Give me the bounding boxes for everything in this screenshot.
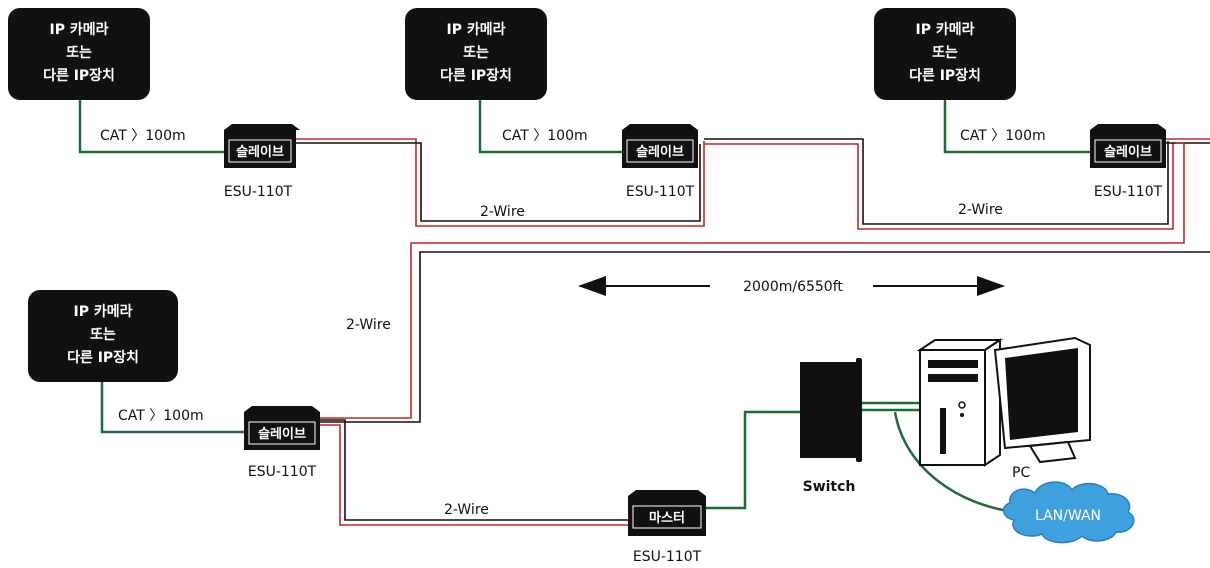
switch-cloud-link [893,411,1016,514]
camera-line3: 다른 IP장치 [440,67,512,84]
lan-wan-cloud: LAN/WAN [1002,481,1135,544]
camera-box-4: IP 카메라 또는 다른 IP장치 [28,290,178,382]
network-links [705,401,1016,514]
camera-box-2: IP 카메라 또는 다른 IP장치 [405,8,547,100]
camera-line3: 다른 IP장치 [909,67,981,84]
slave-device-1: 슬레이브 ESU-110T [224,124,300,200]
master-switch-link [705,410,800,510]
slave-label: 슬레이브 [636,144,684,160]
slave-device-3: 슬레이브 ESU-110T [1090,124,1166,200]
camera-line2: 또는 [90,327,116,343]
camera-line2: 또는 [66,45,92,61]
two-wire-cables [296,138,1210,526]
model-label: ESU-110T [224,184,293,200]
slave-device-2: 슬레이브 ESU-110T [622,124,698,200]
model-label: ESU-110T [1094,184,1163,200]
cat-label-3: CAT 〉100m [960,128,1046,144]
model-label: ESU-110T [633,549,702,565]
cat-label-2: CAT 〉100m [502,128,588,144]
slave-label: 슬레이브 [236,144,284,160]
pc-label: PC [1012,465,1030,481]
cat-label-1: CAT 〉100m [100,128,186,144]
switch-device: Switch [800,358,862,495]
camera-box-1: IP 카메라 또는 다른 IP장치 [8,8,150,100]
cat-label-4: CAT 〉100m [118,408,204,424]
cat-cable-1 [78,100,230,154]
master-device: 마스터 ESU-110T [628,490,706,565]
distance-label: 2000m/6550ft [743,279,843,295]
camera-box-3: IP 카메라 또는 다른 IP장치 [874,8,1016,100]
slave-device-4: 슬레이브 ESU-110T [244,406,320,480]
model-label: ESU-110T [626,184,695,200]
camera-line3: 다른 IP장치 [67,349,139,366]
camera-line1: IP 카메라 [74,304,133,320]
cat-cable-2 [478,100,628,154]
wire-label-3: 2-Wire [346,317,391,333]
switch-label: Switch [803,479,856,495]
camera-line1: IP 카메라 [50,22,109,38]
lan-wan-label: LAN/WAN [1035,508,1101,524]
model-label: ESU-110T [248,464,317,480]
slave-label: 슬레이브 [258,426,306,442]
master-label: 마스터 [649,510,685,526]
cat-cable-4 [100,380,250,434]
wire-label-1: 2-Wire [480,204,525,220]
pc-icon: PC [916,336,1091,481]
camera-line1: IP 카메라 [916,22,975,38]
camera-line2: 또는 [463,45,489,61]
cat-cables [78,100,1093,434]
distance-indicator: 2000m/6550ft [578,276,1005,296]
camera-line2: 또는 [932,45,958,61]
slave-label: 슬레이브 [1104,144,1152,160]
wire-label-4: 2-Wire [444,502,489,518]
wire-label-2: 2-Wire [958,202,1003,218]
cat-cable-3 [943,100,1093,154]
camera-line1: IP 카메라 [447,22,506,38]
camera-line3: 다른 IP장치 [43,67,115,84]
